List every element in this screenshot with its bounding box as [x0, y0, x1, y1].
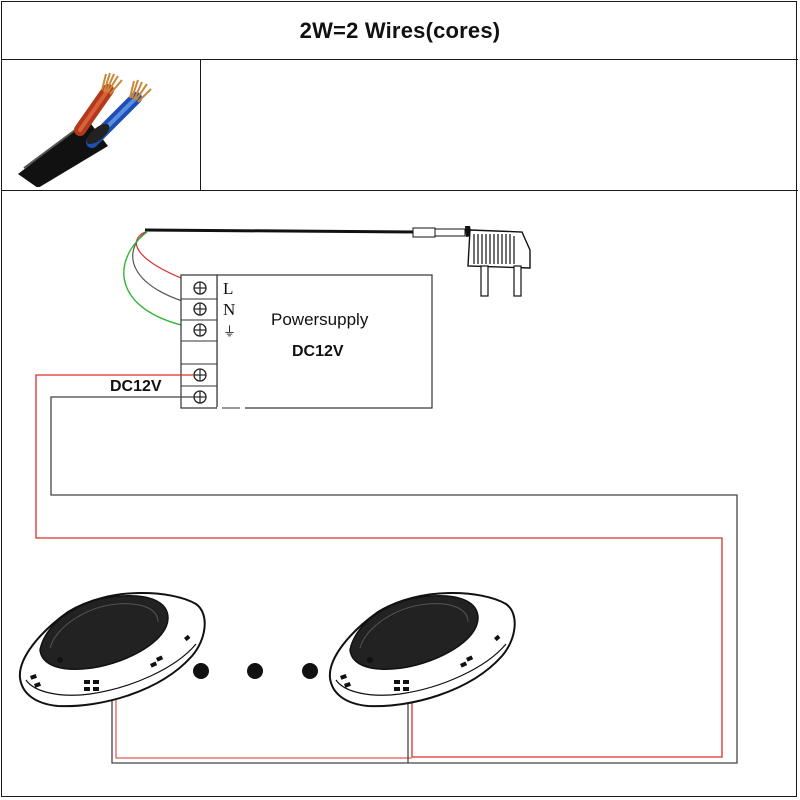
pool-light-icon	[328, 592, 516, 708]
ellipsis-dots	[193, 663, 318, 679]
power-supply: Powersupply DC12V	[180, 274, 433, 409]
terminal-label-l: L	[223, 279, 233, 298]
plug-icon	[412, 226, 531, 297]
dc-wires	[35, 374, 738, 764]
terminal-label-n: N	[223, 300, 235, 319]
output-voltage-label: DC12V	[110, 378, 162, 395]
power-supply-voltage: DC12V	[292, 343, 344, 360]
row-divider	[200, 59, 201, 190]
header-row: 2W=2 Wires(cores)	[2, 2, 798, 60]
cable-icon	[18, 72, 152, 188]
page-title: 2W=2 Wires(cores)	[299, 17, 501, 43]
power-supply-name: Powersupply	[271, 310, 369, 329]
cable-image-cell	[10, 62, 195, 188]
terminal-label-ground: ⏚	[223, 324, 236, 339]
pool-light-icon	[18, 592, 206, 708]
screw-terminal-icon	[193, 281, 207, 404]
cable-row	[2, 59, 798, 191]
